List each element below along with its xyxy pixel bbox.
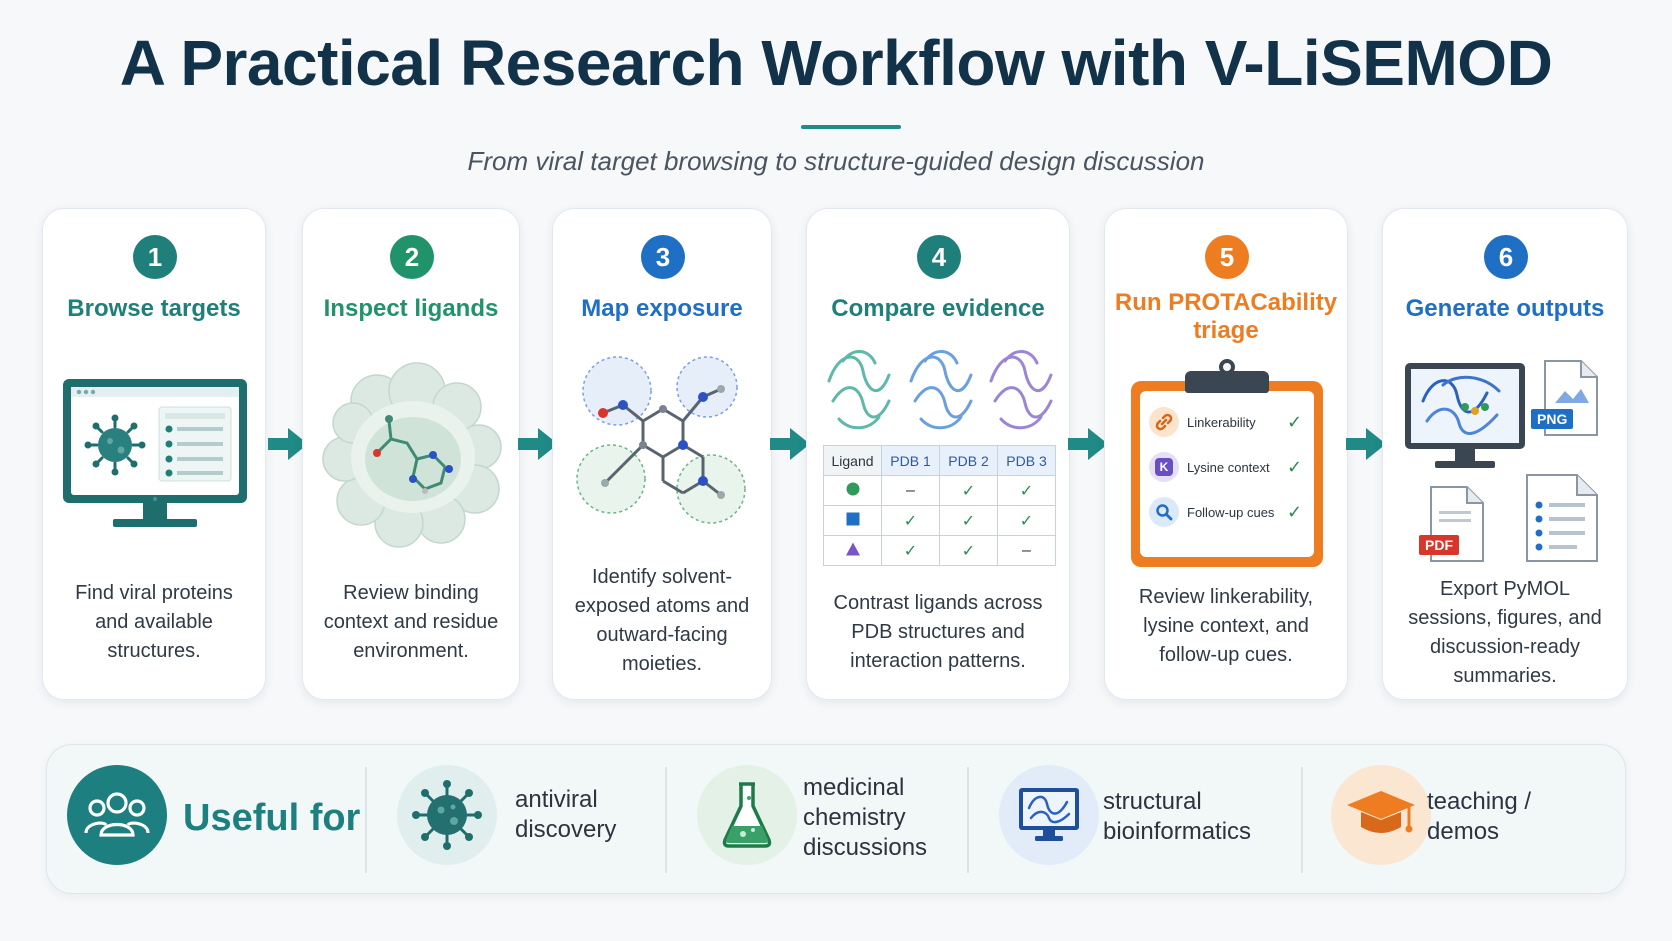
protein-monitor-icon (1405, 363, 1525, 468)
table-cell: ✓ (881, 505, 940, 536)
pdf-label: PDF (1419, 535, 1459, 555)
flask-icon (697, 765, 797, 865)
divider (967, 767, 969, 873)
flow-arrow-icon (1346, 428, 1386, 460)
graduation-cap-icon (1331, 765, 1431, 865)
protein-monitor-icon (999, 765, 1099, 865)
clipboard-clip (1185, 371, 1269, 393)
molecule-exposure-icon (576, 356, 746, 524)
table-cell: ✓ (997, 475, 1056, 506)
table-row: ✓ ✓ – (823, 535, 1056, 566)
png-file-icon: PNG (1531, 359, 1601, 437)
use-case-structural-bioinformatics: structural bioinformatics (1103, 788, 1252, 845)
ligand-circle-icon (823, 475, 882, 506)
checklist-label: Lysine context (1187, 459, 1270, 475)
comparison-table: Ligand PDB 1 PDB 2 PDB 3 – ✓ ✓ ✓ ✓ ✓ ✓ ✓… (823, 445, 1056, 566)
checklist-item-follow-up-cues: Follow-up cues ✓ (1149, 497, 1302, 527)
step-number-badge: 1 (133, 235, 177, 279)
users-group-icon (67, 765, 167, 865)
clipboard-checklist-icon: Linkerability ✓ K Lysine context ✓ Follo… (1131, 359, 1323, 567)
column-header: Ligand (823, 445, 882, 476)
ligand-square-icon (823, 505, 882, 536)
virus-icon (397, 765, 497, 865)
lysine-k-icon: K (1149, 452, 1179, 482)
step-card-protacability-triage: 5 Run PROTACability triage Linkerability… (1104, 208, 1348, 700)
summary-document-icon (1526, 474, 1598, 562)
check-icon: ✓ (1287, 501, 1303, 522)
step-description: Review binding context and residue envir… (323, 582, 499, 662)
step-title: Inspect ligands (323, 295, 499, 322)
useful-for-label: Useful for (183, 797, 361, 839)
pdf-file-icon: PDF (1419, 485, 1487, 563)
column-header: PDB 1 (881, 445, 940, 476)
column-header: PDB 2 (939, 445, 998, 476)
checklist-label: Linkerability (1187, 414, 1256, 430)
table-cell: ✓ (939, 505, 998, 536)
protein-structures-icon (827, 350, 1053, 430)
table-header-row: Ligand PDB 1 PDB 2 PDB 3 (823, 445, 1056, 476)
step-description: Export PyMOL sessions, figures, and disc… (1408, 578, 1602, 687)
page-subtitle: From viral target browsing to structure-… (467, 146, 1205, 176)
check-icon: ✓ (1287, 456, 1303, 477)
checklist-item-lysine-context: K Lysine context ✓ (1149, 452, 1302, 482)
title-underline (801, 125, 901, 129)
divider (1301, 767, 1303, 873)
table-cell: ✓ (997, 505, 1056, 536)
clipboard-clip-hole (1219, 359, 1235, 375)
page-title: A Practical Research Workflow with V-LiS… (119, 27, 1553, 99)
step-description: Identify solvent- exposed atoms and outw… (574, 566, 750, 675)
monitor-virus-icon (63, 379, 247, 527)
step-number-badge: 6 (1484, 235, 1528, 279)
step-description: Find viral proteins and available struct… (75, 582, 233, 662)
flow-arrow-icon (518, 428, 558, 460)
step-description: Contrast ligands across PDB structures a… (833, 592, 1043, 672)
table-cell: – (881, 475, 940, 506)
step-card-compare-evidence: 4 Compare evidence Ligand PDB 1 PDB 2 PD… (806, 208, 1070, 700)
step-card-inspect-ligands: 2 Inspect ligands Review binding context… (302, 208, 520, 700)
flow-arrow-icon (1068, 428, 1108, 460)
png-label: PNG (1531, 409, 1574, 429)
step-title: Generate outputs (1405, 295, 1605, 322)
step-number-badge: 3 (641, 235, 685, 279)
step-card-map-exposure: 3 Map exposure Identify solvent- (552, 208, 772, 700)
step-number-badge: 5 (1205, 235, 1249, 279)
step-title: Map exposure (581, 295, 743, 322)
use-case-teaching-demos: teaching / demos (1427, 788, 1532, 845)
table-row: – ✓ ✓ (823, 475, 1056, 506)
step-number-badge: 2 (390, 235, 434, 279)
step-description: Review linkerability, lysine context, an… (1138, 586, 1314, 666)
step-title: Run PROTACability triage (1114, 289, 1338, 344)
table-cell: ✓ (939, 475, 998, 506)
divider (365, 767, 367, 873)
checklist-item-linkerability: Linkerability ✓ (1149, 407, 1302, 437)
table-cell: ✓ (939, 535, 998, 566)
useful-for-panel: Useful for antiviral discovery (46, 744, 1626, 894)
use-case-medicinal-chemistry: medicinal chemistry discussions (803, 774, 928, 861)
checklist-label: Follow-up cues (1187, 504, 1275, 520)
check-icon: ✓ (1287, 411, 1303, 432)
magnifier-icon (1149, 497, 1179, 527)
column-header: PDB 3 (997, 445, 1056, 476)
link-icon (1149, 407, 1179, 437)
step-card-generate-outputs: 6 Generate outputs PNG PDF (1382, 208, 1628, 700)
use-case-antiviral-discovery: antiviral discovery (515, 786, 617, 843)
binding-pocket-icon (322, 362, 502, 548)
ligand-triangle-icon (823, 535, 882, 566)
step-number-badge: 4 (917, 235, 961, 279)
table-row: ✓ ✓ ✓ (823, 505, 1056, 536)
divider (665, 767, 667, 873)
step-title: Browse targets (67, 295, 241, 322)
step-card-browse-targets: 1 Browse targets (42, 208, 266, 700)
step-title: Compare evidence (831, 295, 1045, 322)
table-cell: ✓ (881, 535, 940, 566)
flow-arrow-icon (770, 428, 810, 460)
flow-arrow-icon (268, 428, 308, 460)
table-cell: – (997, 535, 1056, 566)
